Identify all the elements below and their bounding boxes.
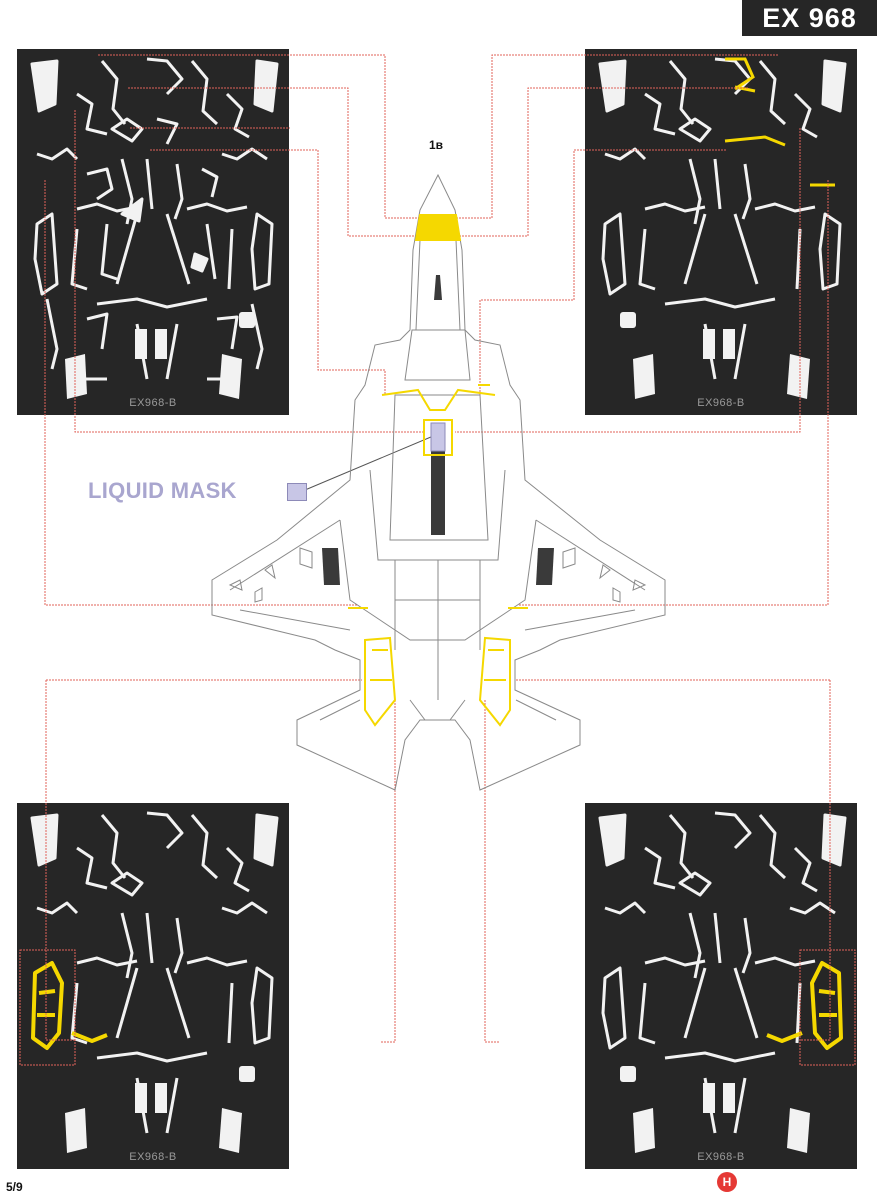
aircraft-yellow-areas xyxy=(348,214,528,727)
mask-sheet-bottom-right: EX968-B xyxy=(585,803,857,1169)
aircraft-outline xyxy=(211,173,666,791)
watermark-text: HOBBY SEARCH xyxy=(741,1173,871,1190)
watermark: H HOBBY SEARCH xyxy=(717,1172,871,1192)
sheet-code-label: EX968-B xyxy=(697,397,745,409)
mask-sheet-top-left: EX968-B xyxy=(17,49,289,415)
watermark-logo-icon: H xyxy=(717,1172,737,1192)
liquid-mask-swatch xyxy=(287,483,307,501)
mask-sheet-shapes xyxy=(598,811,847,1153)
mask-sheet-shapes xyxy=(30,811,279,1153)
mask-sheet-shapes xyxy=(598,57,847,399)
mask-sheet-top-right: EX968-B xyxy=(585,49,857,415)
liquid-mask-area xyxy=(430,422,446,452)
liquid-mask-label: LIQUID MASK xyxy=(88,478,237,503)
product-code: EX 968 xyxy=(762,2,857,33)
product-code-tab: EX 968 xyxy=(742,0,877,36)
sheet-code-label: EX968-B xyxy=(129,397,177,409)
sheet-code-label: EX968-B xyxy=(697,1151,745,1163)
aircraft-dark-panels xyxy=(322,275,554,585)
mask-sheet-bottom-left: EX968-B xyxy=(17,803,289,1169)
leader-lines xyxy=(19,54,856,1066)
sheet-code-label: EX968-B xyxy=(129,1151,177,1163)
page-number: 5/9 xyxy=(6,1180,23,1194)
part-number-label: 1в xyxy=(429,138,444,152)
mask-sheet-shapes xyxy=(30,57,279,399)
